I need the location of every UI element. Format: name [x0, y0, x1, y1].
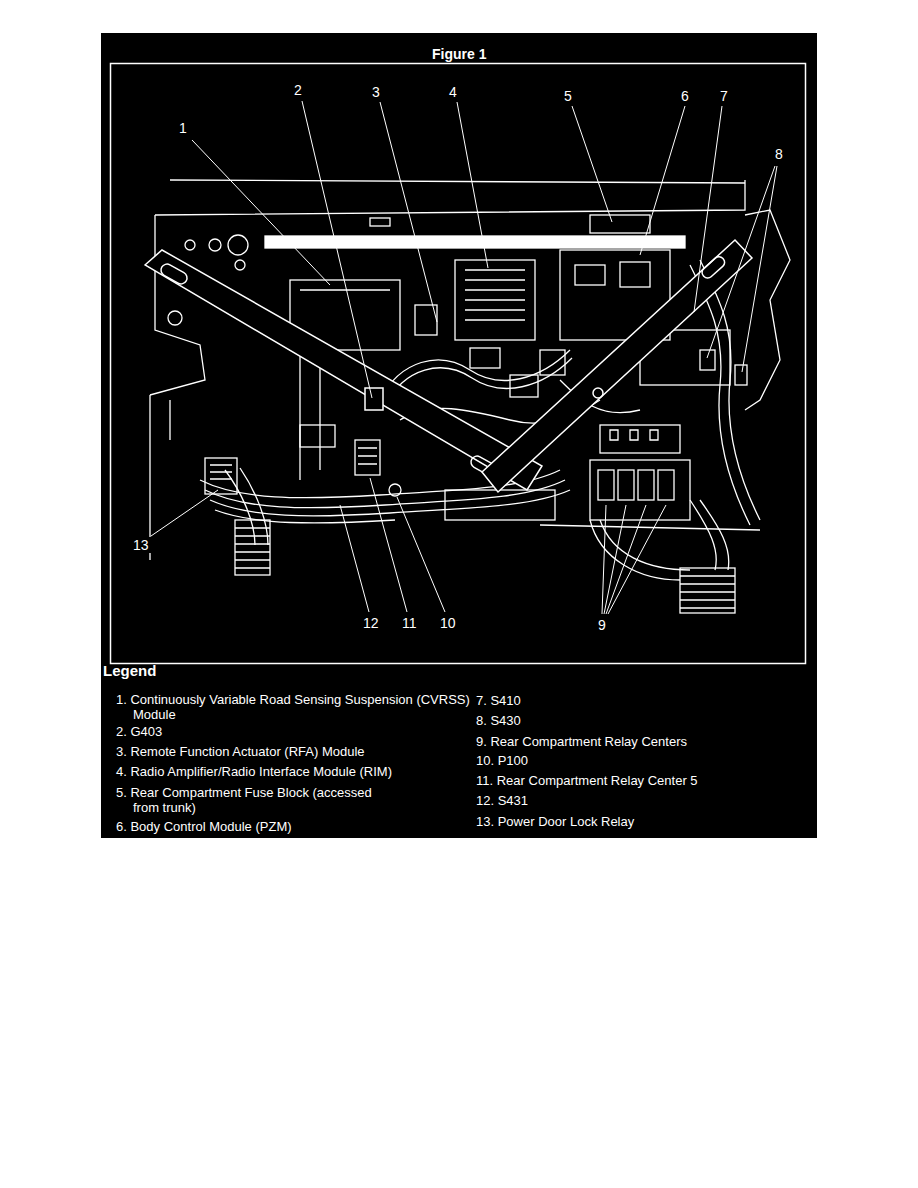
figure-title: Figure 1 [432, 46, 486, 62]
callout-number: 8 [773, 146, 785, 162]
callout-number: 10 [438, 615, 458, 631]
legend-item: 5. Rear Compartment Fuse Block (accessed… [116, 786, 383, 816]
black-panel [101, 33, 817, 838]
callout-number: 6 [679, 88, 691, 104]
legend-item: 12. S431 [476, 794, 823, 809]
legend-item: 6. Body Control Module (PZM) [116, 820, 473, 835]
legend-item: 3. Remote Function Actuator (RFA) Module [116, 745, 473, 760]
legend-item: 4. Radio Amplifier/Radio Interface Modul… [116, 765, 473, 780]
callout-number: 11 [400, 615, 419, 631]
support-braces [145, 240, 752, 492]
callout-number: 4 [447, 84, 459, 100]
callout-number: 1 [177, 120, 189, 136]
legend-item: 13. Power Door Lock Relay [476, 815, 823, 830]
legend-item: 11. Rear Compartment Relay Center 5 [476, 774, 823, 789]
callout-number: 2 [292, 82, 304, 98]
vehicle-drawing [150, 180, 790, 613]
legend-item: 10. P100 [476, 754, 823, 769]
legend-heading: Legend [103, 662, 156, 679]
legend-item: 7. S410 [476, 694, 823, 709]
callout-number: 13 [131, 537, 151, 553]
callout-number: 12 [361, 615, 381, 631]
legend-item: 1. Continuously Variable Road Sensing Su… [116, 693, 473, 723]
callout-number: 7 [718, 88, 730, 104]
leader-lines [151, 101, 777, 614]
callout-number: 9 [596, 617, 608, 633]
legend-item: 8. S430 [476, 714, 823, 729]
figure-frame [111, 64, 806, 664]
legend-item: 2. G403 [116, 725, 473, 740]
callout-number: 5 [562, 88, 574, 104]
callout-number: 3 [370, 84, 382, 100]
legend-item: 9. Rear Compartment Relay Centers [476, 735, 823, 750]
